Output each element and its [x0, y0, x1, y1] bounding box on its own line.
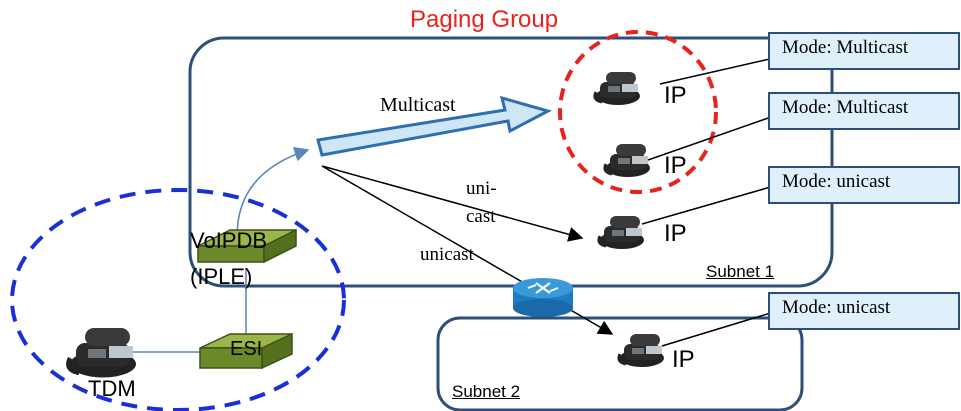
unicast-label-bottom: cast — [466, 206, 496, 227]
tdm-phone-icon — [68, 328, 136, 378]
callout-line — [661, 311, 775, 347]
ip-label-4: IP — [672, 346, 695, 373]
ip-label-3: IP — [664, 220, 687, 247]
unicast-label: unicast — [420, 244, 474, 265]
mode-box-1: Mode: Multicast — [768, 32, 960, 70]
iple-label: (IPLE) — [190, 264, 253, 289]
unicast-label-top: uni- — [466, 178, 497, 199]
router-icon — [513, 278, 573, 317]
ip-phone-icon — [593, 70, 642, 107]
unicast-arrow-1 — [321, 165, 584, 242]
callout-line — [641, 185, 775, 225]
subnet1-label: Subnet 1 — [706, 262, 775, 281]
paging-group-title: Paging Group — [410, 6, 559, 33]
ip-label-2: IP — [664, 152, 687, 179]
subnet1-box — [188, 36, 834, 288]
mode-box-3: Mode: unicast — [768, 166, 960, 204]
mode-box-2: Mode: Multicast — [768, 92, 960, 130]
legacy-group-ellipse — [10, 188, 346, 411]
multicast-label: Multicast — [380, 94, 456, 116]
paging-group-circle — [558, 30, 718, 194]
voipdb-label: VoIPDB — [190, 228, 268, 253]
subnet2-box — [436, 316, 804, 411]
voip-device-icon — [197, 228, 297, 264]
ip-label-1: IP — [664, 82, 687, 109]
callout-line — [659, 57, 775, 85]
ip-phone-icon — [597, 214, 646, 251]
esi-device-icon — [199, 332, 293, 370]
ip-phone-icon — [603, 142, 652, 179]
tdm-label: TDM — [88, 376, 136, 401]
multicast-arrow — [316, 95, 553, 157]
mode-box-4: Mode: unicast — [768, 292, 960, 330]
callout-line — [647, 115, 775, 161]
esi-label: ESI — [230, 338, 263, 360]
subnet2-label: Subnet 2 — [452, 382, 521, 401]
ip-phone-icon — [617, 332, 666, 369]
